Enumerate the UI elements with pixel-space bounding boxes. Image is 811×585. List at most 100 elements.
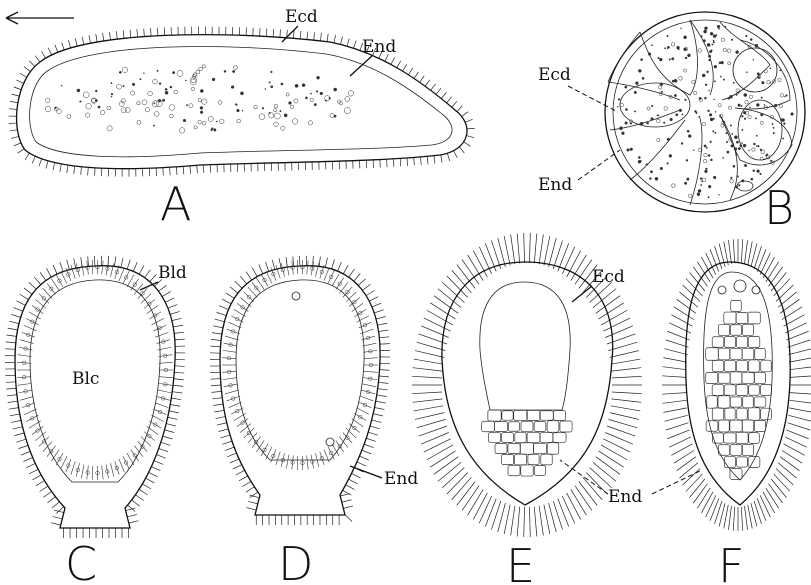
cell	[742, 348, 754, 359]
cell-wall	[229, 402, 242, 408]
granule	[218, 101, 222, 105]
cilium	[81, 167, 82, 175]
granule	[715, 132, 716, 133]
cilium	[415, 413, 444, 420]
cell-wall	[336, 278, 344, 290]
cell	[547, 443, 558, 455]
cilium	[464, 142, 471, 147]
cell-wall	[261, 274, 268, 286]
cell	[725, 408, 735, 420]
granule	[220, 119, 225, 124]
panel-letter-e: E	[506, 539, 535, 585]
cilium	[145, 270, 151, 278]
granule	[730, 95, 733, 98]
cilium	[29, 61, 35, 67]
larva-a-outer-wall	[17, 35, 467, 169]
cilium	[16, 80, 23, 83]
granule	[712, 44, 713, 45]
cilium	[788, 415, 811, 421]
cell	[540, 411, 553, 420]
cilium	[377, 395, 387, 397]
cilium	[349, 479, 358, 484]
granule	[286, 93, 289, 96]
cilium	[307, 32, 308, 40]
cilium	[230, 287, 238, 293]
cell	[748, 337, 760, 348]
cilium	[603, 318, 630, 331]
cilium	[127, 260, 130, 270]
granule	[658, 57, 660, 59]
cell-wall	[76, 463, 79, 477]
cilium	[168, 305, 177, 309]
cilium	[14, 87, 22, 90]
cell	[534, 466, 545, 476]
granule	[274, 104, 278, 108]
cell-wall	[152, 318, 164, 325]
cell	[724, 361, 735, 372]
granule	[281, 126, 285, 130]
granule	[702, 178, 706, 182]
granule	[269, 112, 271, 114]
cilium	[701, 492, 713, 513]
cilium	[121, 258, 123, 268]
cell	[761, 385, 772, 396]
granule	[755, 44, 758, 47]
cilium	[366, 438, 375, 441]
granule	[140, 78, 141, 79]
cilium	[786, 430, 808, 439]
panel-letter-a: A	[160, 177, 191, 231]
cilium	[544, 236, 550, 265]
granule	[705, 170, 708, 173]
granule	[709, 59, 711, 61]
cilium	[96, 34, 97, 42]
cilium	[603, 439, 630, 452]
cilium	[407, 158, 408, 166]
granule	[701, 35, 703, 37]
granule	[733, 165, 735, 167]
cilium	[612, 392, 642, 394]
cilium	[14, 433, 24, 436]
cilium	[18, 445, 27, 448]
granule	[651, 45, 652, 46]
granule	[617, 106, 618, 107]
cell-wall	[29, 312, 41, 319]
cell-wall	[18, 355, 32, 357]
granule	[224, 70, 226, 72]
cilium	[67, 260, 70, 270]
cilium	[683, 469, 700, 485]
cilium	[217, 423, 227, 425]
granule	[760, 173, 762, 175]
cilium	[774, 474, 790, 491]
granule	[618, 99, 620, 101]
cell	[501, 454, 513, 464]
cilium	[74, 166, 75, 174]
cilium	[438, 289, 461, 308]
granule	[262, 107, 264, 109]
cilium	[697, 488, 710, 508]
granule	[682, 114, 683, 115]
granule	[756, 103, 759, 106]
cilium	[434, 156, 435, 164]
granule	[344, 107, 350, 113]
granule	[741, 115, 743, 117]
granule	[661, 91, 662, 92]
granule	[154, 112, 159, 117]
cilium	[728, 240, 731, 264]
cilium	[421, 432, 449, 444]
cilium	[239, 476, 248, 481]
blastula-b-granules	[617, 25, 793, 198]
granule	[290, 105, 293, 108]
granule	[688, 194, 692, 198]
granule	[200, 89, 203, 92]
cell-wall	[87, 465, 88, 479]
granule	[702, 122, 705, 125]
granule	[330, 114, 334, 118]
granule	[198, 99, 201, 102]
blastula-c-outer-wall	[15, 266, 175, 528]
cilium	[479, 496, 491, 523]
granule	[259, 114, 265, 120]
cilium	[378, 382, 388, 383]
cilium	[174, 372, 184, 373]
cell-wall	[276, 265, 280, 278]
